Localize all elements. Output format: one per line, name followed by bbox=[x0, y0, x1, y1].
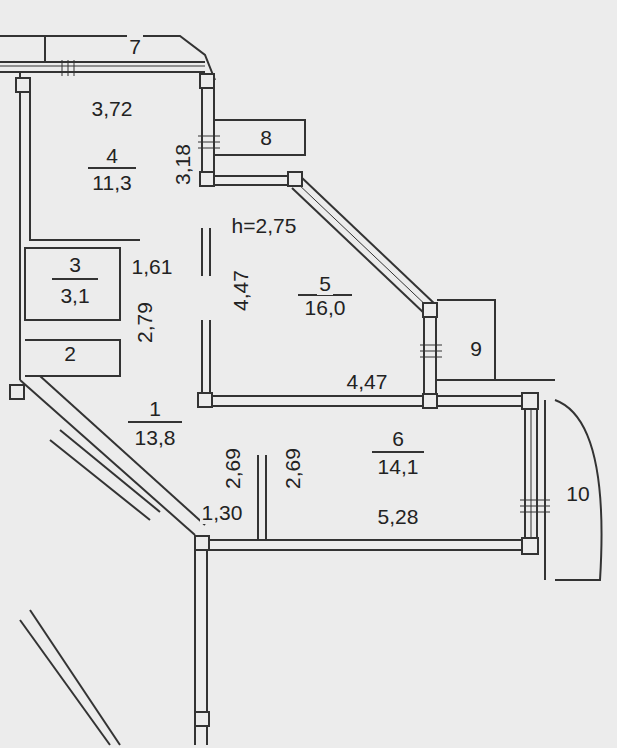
dimension: 2,69 bbox=[281, 446, 304, 491]
room-number: 7 bbox=[127, 35, 143, 58]
dimension: 4,47 bbox=[345, 370, 390, 393]
room-area: 13,8 bbox=[133, 426, 178, 449]
room-area: 3,1 bbox=[58, 284, 91, 307]
room-number: 10 bbox=[564, 482, 591, 505]
room-number: 3 bbox=[67, 253, 83, 276]
dimension: 1,30 bbox=[200, 501, 245, 524]
room-area: 11,3 bbox=[90, 171, 133, 194]
dimension: 1,61 bbox=[130, 255, 175, 278]
dimension: 3,18 bbox=[171, 142, 194, 187]
room-number: 2 bbox=[62, 342, 78, 365]
room-area: 14,1 bbox=[376, 455, 421, 478]
room-area: 16,0 bbox=[303, 296, 348, 319]
room-number: 1 bbox=[147, 397, 163, 420]
room-number: 6 bbox=[390, 427, 406, 450]
dimension: 4,47 bbox=[229, 268, 252, 313]
dimension: 5,28 bbox=[376, 505, 421, 528]
room-number: 8 bbox=[258, 126, 274, 149]
room-number: 9 bbox=[468, 337, 484, 360]
dimension: 2,79 bbox=[133, 300, 156, 345]
room-number: 4 bbox=[104, 144, 120, 167]
room-number: 5 bbox=[317, 272, 333, 295]
dimension: 3,72 bbox=[90, 97, 135, 120]
dimension: 2,69 bbox=[221, 446, 244, 491]
ceiling-height: h=2,75 bbox=[230, 214, 299, 237]
